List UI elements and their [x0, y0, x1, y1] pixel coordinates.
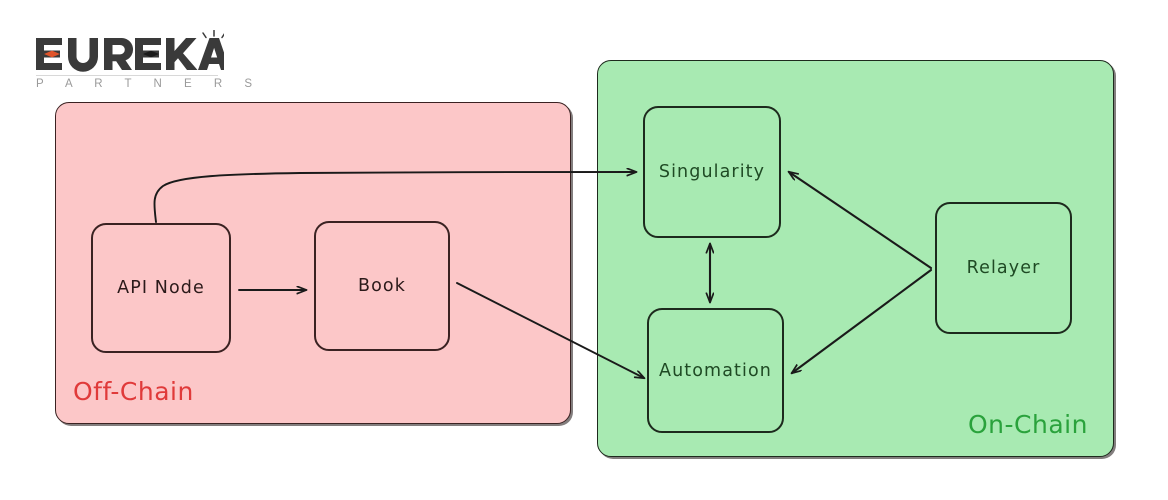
node-singularity[interactable]: Singularity	[643, 106, 781, 238]
node-book[interactable]: Book	[314, 221, 450, 351]
node-api-node[interactable]: API Node	[91, 223, 231, 353]
node-book-label: Book	[358, 276, 406, 296]
logo-divider	[36, 75, 218, 76]
node-api-node-label: API Node	[117, 278, 205, 298]
node-relayer-label: Relayer	[966, 258, 1041, 278]
node-relayer[interactable]: Relayer	[935, 202, 1072, 334]
eureka-partners-logo: P A R T N E R S	[34, 18, 262, 96]
region-label-off-chain: Off-Chain	[73, 377, 194, 406]
node-singularity-label: Singularity	[658, 162, 766, 182]
region-label-on-chain: On-Chain	[968, 410, 1088, 439]
eureka-wordmark-icon	[36, 30, 224, 72]
spark-lines-icon	[202, 30, 224, 39]
logo-tagline: P A R T N E R S	[36, 78, 262, 90]
node-automation[interactable]: Automation	[647, 308, 784, 433]
node-automation-label: Automation	[659, 360, 772, 381]
